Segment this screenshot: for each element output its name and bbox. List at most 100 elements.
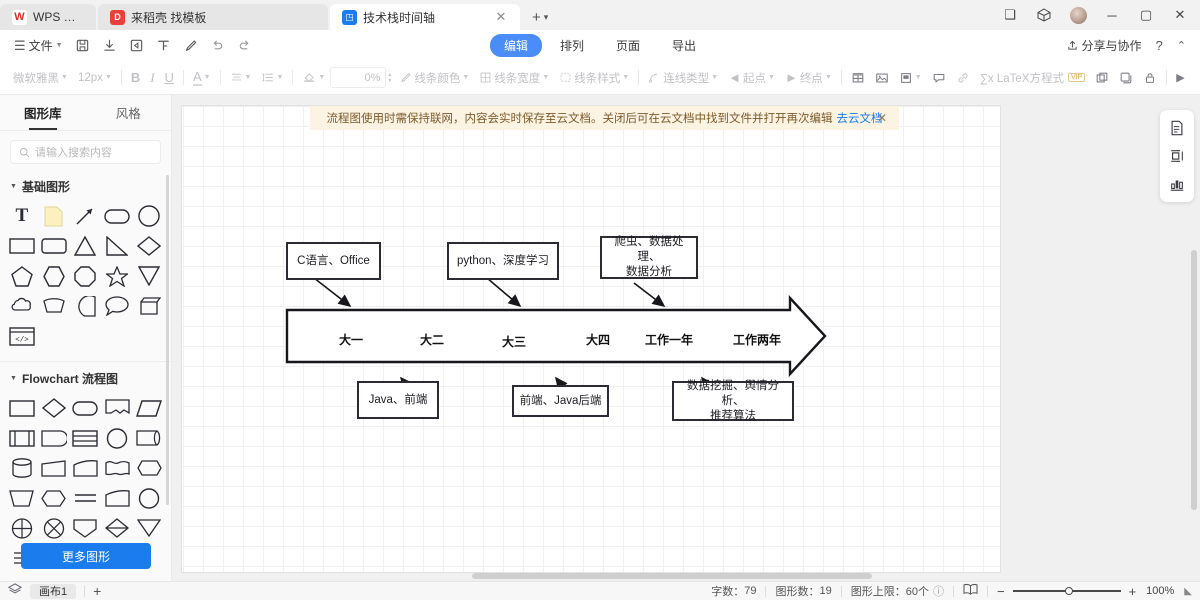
line-style-button[interactable]: 线条样式 ▼ [554,66,634,90]
search-input[interactable]: 请输入搜索内容 [10,140,161,164]
new-tab-button[interactable]: + ▾ [522,9,556,30]
toolbar-overflow-button[interactable]: ▶ [1171,66,1189,90]
chart-icon[interactable] [1165,172,1189,196]
layout-icon[interactable] [1165,144,1189,168]
shape-circle-flow[interactable] [133,483,165,513]
lock-button[interactable] [1138,66,1162,90]
shape-internal-storage[interactable] [38,423,70,453]
timeline-tick-1[interactable]: 大一 [339,333,364,347]
shape-pac[interactable] [70,291,102,321]
shape-rectangle[interactable] [6,231,38,261]
timeline-tick-6[interactable]: 工作两年 [733,333,782,347]
insert-image-button[interactable] [870,66,894,90]
shape-cylinder[interactable] [6,453,38,483]
tab-flowchart-active[interactable]: ◳ 技术栈时间轴 ✕ [330,4,520,30]
section-header-flowchart[interactable]: ▼ Flowchart 流程图 [0,362,171,391]
canvas-page[interactable]: 流程图使用时需保持联网，内容会实时保存至云文档。关闭后可在云文档中找到文件并打开… [182,106,1000,572]
shape-summing-junction[interactable] [6,513,38,543]
section-header-basic-shapes[interactable]: ▼ 基础图形 [0,170,171,199]
shape-circle[interactable] [133,201,165,231]
shape-rounded-rect[interactable] [101,201,133,231]
tab-docer[interactable]: D 来稻壳 找模板 [98,4,328,30]
timeline-tick-4[interactable]: 大四 [586,333,611,347]
zoom-slider-knob[interactable] [1064,587,1073,595]
top-node-3[interactable]: 爬虫、数据处理、 数据分析 [600,236,698,279]
bottom-node-1[interactable]: Java、前端 [357,381,439,419]
layers-icon[interactable] [7,583,23,599]
insert-table-button[interactable] [846,66,870,90]
timeline-tick-3[interactable]: 大三 [502,335,527,349]
connector-type-button[interactable]: 连线类型 ▼ [643,66,723,90]
bottom-node-2[interactable]: 前端、Java后端 [512,385,609,417]
close-icon[interactable]: ✕ [495,9,507,24]
share-button[interactable]: 分享与协作 [1060,34,1148,58]
shape-preparation[interactable] [38,483,70,513]
shape-cloud[interactable] [6,291,38,321]
canvas-vertical-scrollbar[interactable] [1191,250,1197,510]
underline-button[interactable]: U [160,66,179,90]
book-icon[interactable] [963,583,978,599]
canvas-area[interactable]: 流程图使用时需保持联网，内容会实时保存至云文档。关闭后可在云文档中找到文件并打开… [172,95,1200,581]
shape-hexagon[interactable] [38,261,70,291]
shape-trapezoid[interactable] [6,483,38,513]
go-to-cloud-doc-link[interactable]: 去云文档 [836,113,883,125]
file-menu-button[interactable]: ☰ 文件 ▼ [8,34,69,58]
shape-merge-diamond[interactable] [101,513,133,543]
group-button[interactable] [1090,66,1114,90]
chevron-down-icon[interactable]: ▾ [543,12,549,22]
page-setup-icon[interactable] [1165,116,1189,140]
line-spacing-button[interactable]: ▼ [256,66,288,90]
shape-banner[interactable] [38,291,70,321]
shape-cube-face[interactable] [133,291,165,321]
top-node-2[interactable]: python、深度学习 [447,242,559,280]
minimize-button[interactable]: ─ [1107,7,1117,23]
shape-or-gate[interactable] [38,513,70,543]
insert-media-button[interactable]: ▼ [894,66,927,90]
timeline-tick-5[interactable]: 工作一年 [645,333,694,347]
shape-parallelogram[interactable] [133,393,165,423]
copy-style-button[interactable] [1114,66,1138,90]
shape-manual-input[interactable] [70,453,102,483]
shape-card[interactable] [101,483,133,513]
shape-wave-document[interactable] [101,453,133,483]
shape-note[interactable] [38,201,70,231]
shape-pentagon[interactable] [6,261,38,291]
bottom-node-3[interactable]: 数据挖掘、舆情分析、 推荐算法 [672,380,794,422]
shape-diamond[interactable] [133,231,165,261]
line-color-button[interactable]: 线条颜色 ▼ [394,66,474,90]
close-button[interactable]: ✕ [1174,7,1186,22]
tab-export[interactable]: 导出 [672,39,697,53]
shape-triangle[interactable] [70,231,102,261]
tab-arrange[interactable]: 排列 [559,39,584,53]
shape-speech-bubble[interactable] [101,291,133,321]
zoom-slider-track[interactable] [1012,587,1121,595]
undo-button[interactable] [204,34,231,58]
line-width-button[interactable]: 线条宽度 ▼ [474,66,554,90]
font-size-select[interactable]: 12px ▼ [73,66,117,90]
shape-decision[interactable] [38,393,70,423]
add-sheet-button[interactable]: + [93,583,102,599]
shape-parallel-lines[interactable] [70,483,102,513]
zoom-control[interactable]: − + 100% [997,584,1174,599]
tab-wps-office[interactable]: W WPS Office [0,4,96,30]
shape-connector-circle[interactable] [101,423,133,453]
shape-table[interactable] [70,423,102,453]
fill-color-button[interactable]: ▼ [297,66,330,90]
question-icon[interactable]: ⓘ [932,586,944,598]
shape-octagon[interactable] [70,261,102,291]
shape-hexagon-flat[interactable] [133,453,165,483]
tab-page[interactable]: 页面 [616,39,641,53]
align-button[interactable]: ▼ [225,66,257,90]
avatar[interactable] [1062,1,1094,29]
shape-predefined-process[interactable] [6,423,38,453]
shape-code-window[interactable]: </> [6,321,38,351]
tab-style[interactable]: 风格 [115,107,141,121]
export-button[interactable] [123,34,150,58]
shape-star[interactable] [101,261,133,291]
canvas-horizontal-scrollbar[interactable] [357,573,1169,579]
shape-arrow-line[interactable] [70,201,102,231]
top-node-1[interactable]: C语言、Office [286,242,381,280]
download-button[interactable] [96,34,123,58]
shape-trapezoid-right[interactable] [38,453,70,483]
font-family-select[interactable]: 微软雅黑 ▼ [8,66,73,90]
